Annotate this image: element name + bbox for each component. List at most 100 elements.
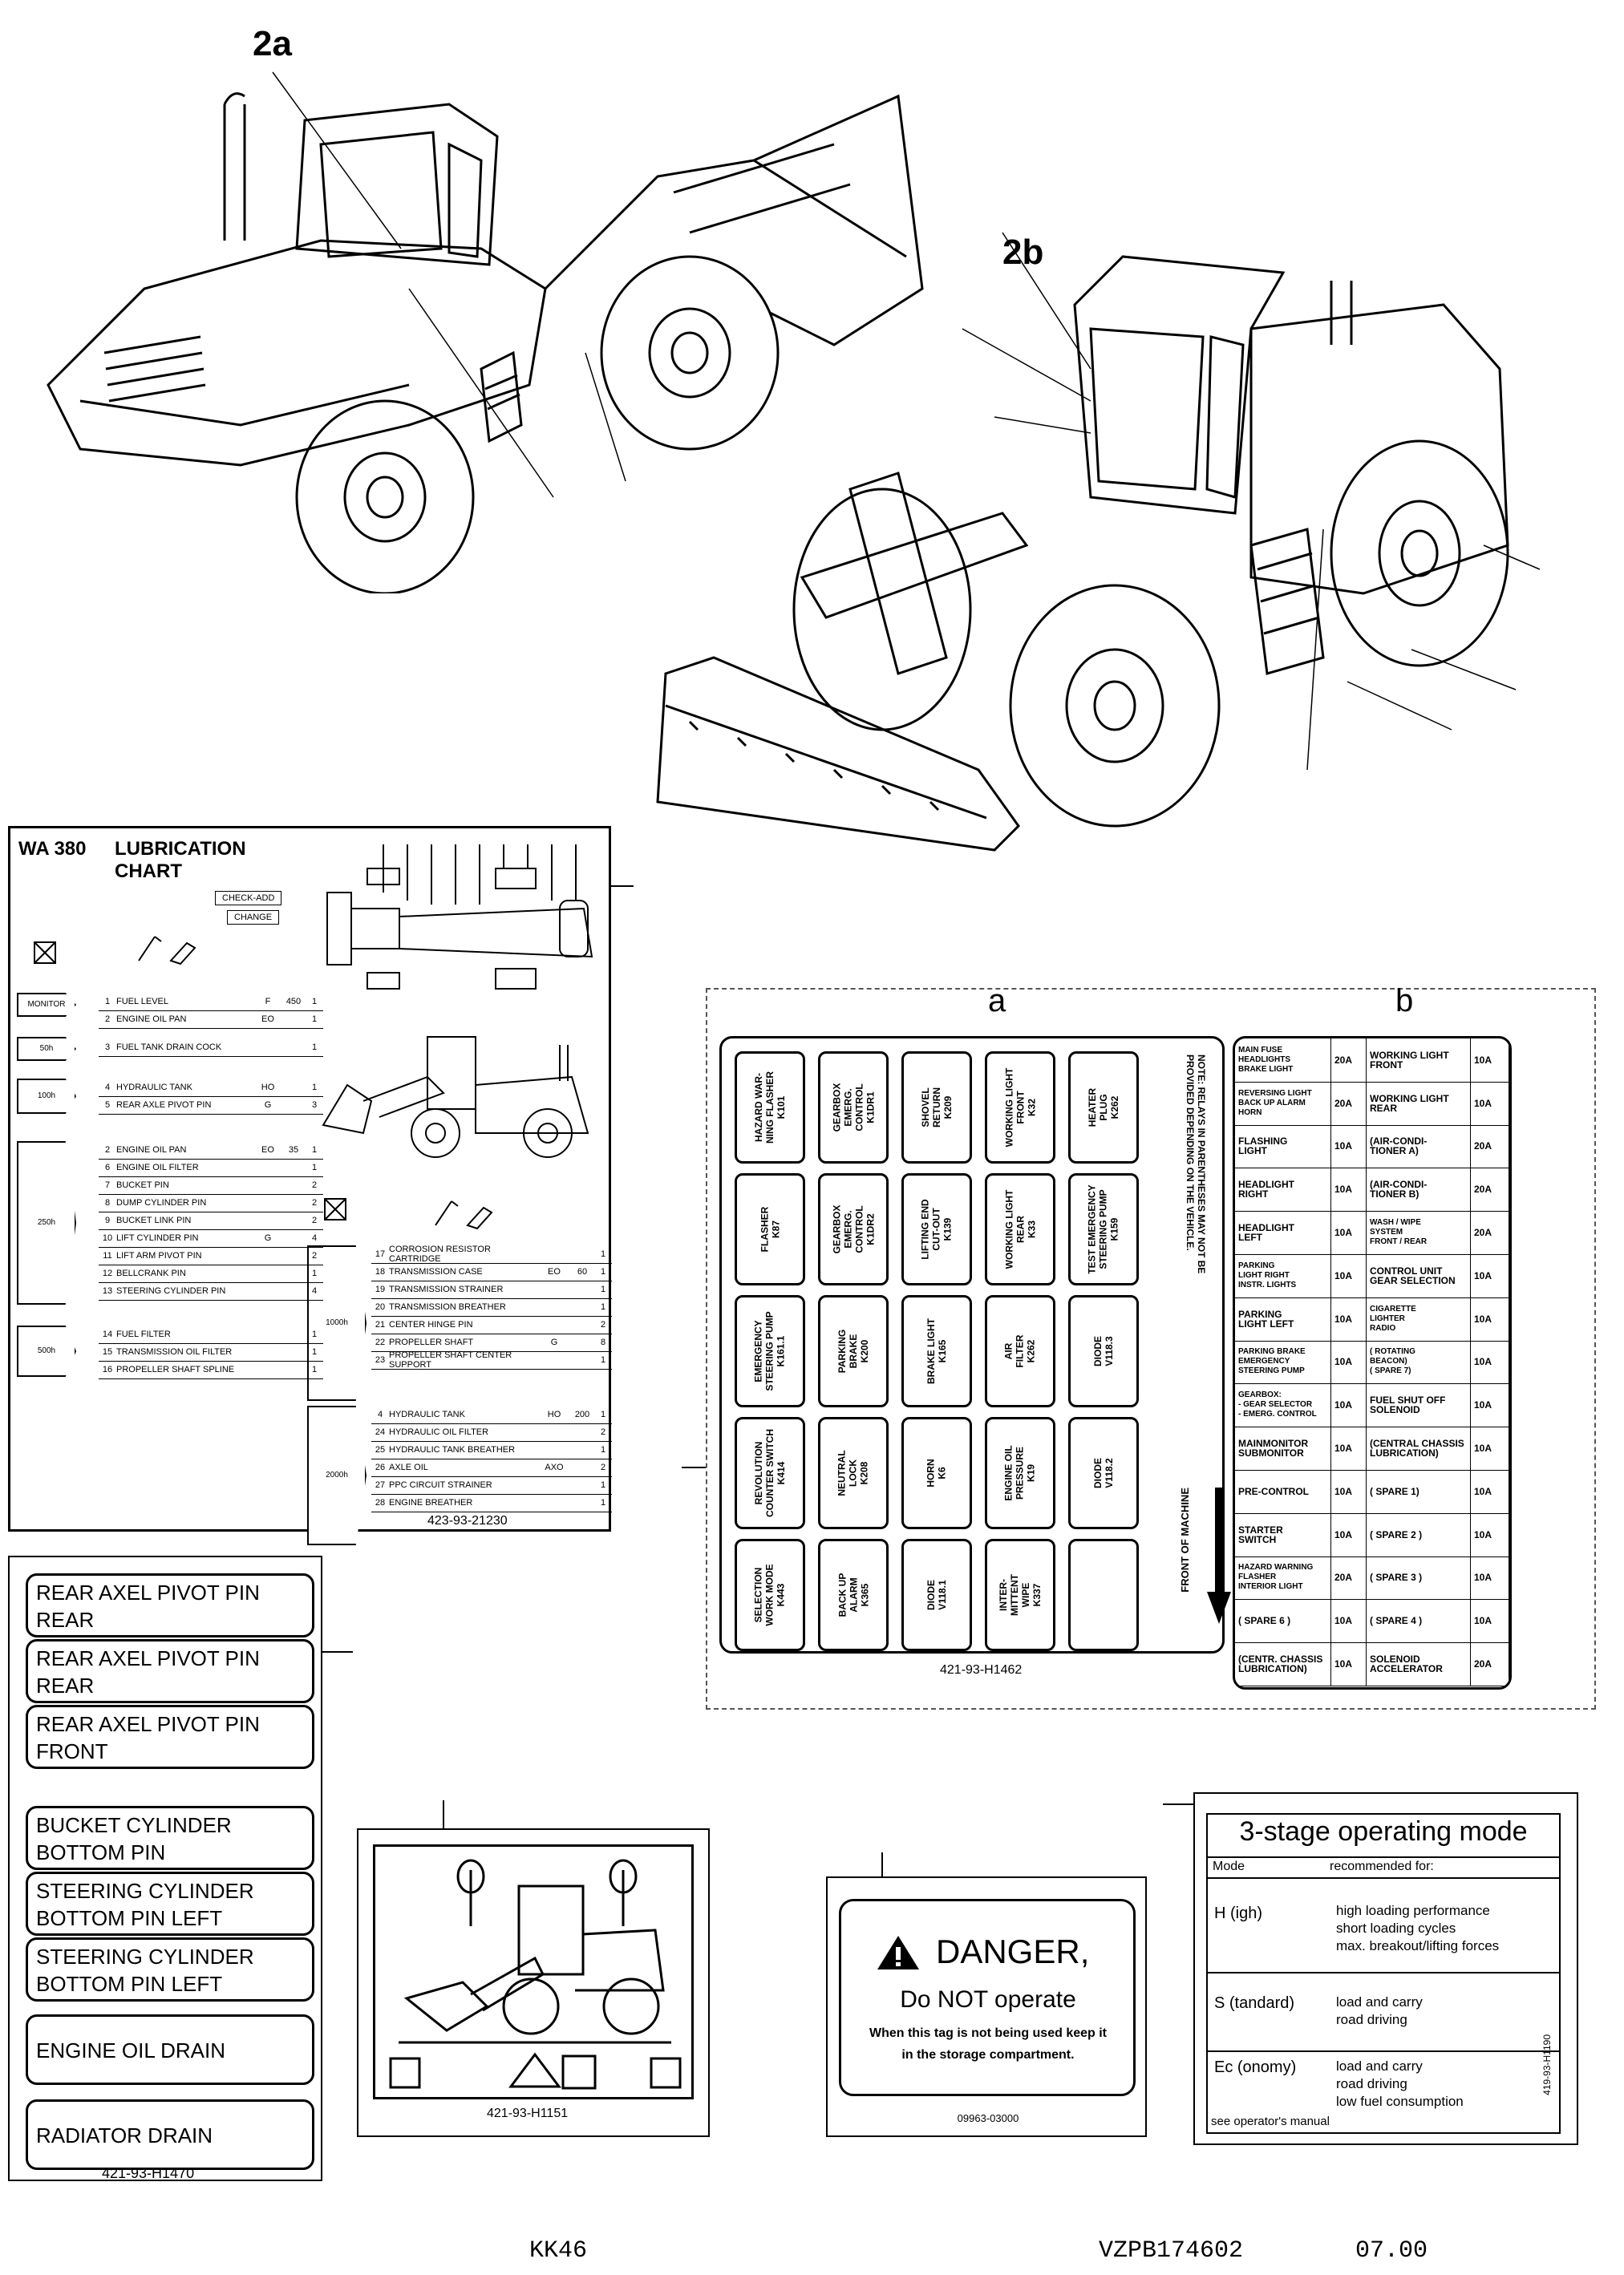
lifting-part-number: 421-93-H1151 [487, 2107, 569, 2120]
lub-top-diagram [326, 844, 593, 990]
fuse-circuit: PARKING LIGHT LEFT [1235, 1297, 1331, 1341]
fuse-circuit: PRE-CONTROL [1235, 1470, 1331, 1513]
mode-divider [1206, 1877, 1561, 1879]
mode-head-mode: Mode [1213, 1860, 1245, 1873]
fuse-circuit: GEARBOX: - GEAR SELECTOR - EMERG. CONTRO… [1235, 1383, 1331, 1427]
fuse-circuit: ( SPARE 2 ) [1367, 1512, 1471, 1556]
fuse-rating: 10A [1331, 1297, 1367, 1341]
danger-title: DANGER, [936, 1933, 1090, 1970]
no-entry-symbol [34, 941, 56, 964]
relay-label: GEARBOX EMERG. CONTROL K1DR1 [831, 1083, 876, 1132]
relay-label: NEUTRAL LOCK K208 [836, 1450, 870, 1496]
lub-side-diagram [322, 1036, 589, 1158]
callout-2a: 2a [253, 24, 292, 63]
lifting-decal: 421-93-H1151 [357, 1828, 710, 2137]
fuse-circuit: REVERSING LIGHT BACK UP ALARM HORN [1235, 1081, 1331, 1125]
relay-label: REVOLUTION COUNTER SWITCH K414 [753, 1429, 787, 1517]
fuse-circuit: (AIR-CONDI- TIONER A) [1367, 1124, 1471, 1168]
pin-label-part-number: 421-93-H1470 [102, 2165, 195, 2181]
fuse-rating: 20A [1471, 1124, 1509, 1168]
fuse-rating: 10A [1471, 1297, 1509, 1341]
fuse-rating: 10A [1331, 1470, 1367, 1513]
relay-socket: DIODE V118.1 [901, 1539, 972, 1651]
relay-label: WORKING LIGHT FRONT K32 [1003, 1067, 1037, 1148]
mode-h-item: max. breakout/lifting forces [1336, 1938, 1500, 1953]
mode-footer: see operator's manual [1211, 2115, 1330, 2128]
fuse-circuit: ( SPARE 4 ) [1367, 1599, 1471, 1643]
fuse-rating: 10A [1471, 1427, 1509, 1470]
warning-triangle-icon [877, 1936, 919, 1969]
fuse-circuit: HEADLIGHT LEFT [1235, 1211, 1331, 1254]
interval-100h: 100h [17, 1079, 76, 1114]
relay-socket [1068, 1539, 1139, 1651]
relay-socket: FLASHER K87 [735, 1173, 805, 1285]
fuse-circuit: FUEL SHUT OFF SOLENOID [1367, 1383, 1471, 1427]
fuse-circuit: WORKING LIGHT FRONT [1367, 1038, 1471, 1082]
relay-socket: SELECTION WORK MODE K443 [735, 1539, 805, 1651]
mode-s-item: road driving [1336, 2012, 1407, 2027]
wheel-loader-rear-view [47, 71, 924, 593]
oil-can-icon [138, 936, 196, 965]
fuse-circuit: HAZARD WARNING FLASHER INTERIOR LIGHT [1235, 1556, 1331, 1600]
relay-socket: PARKING BRAKE K200 [818, 1295, 889, 1407]
fuse-rating: 20A [1471, 1168, 1509, 1212]
pin-label-sheet: REAR AXEL PIVOT PIN REAR REAR AXEL PIVOT… [8, 1556, 322, 2181]
fuse-rating: 20A [1471, 1211, 1509, 1254]
relay-label: DIODE V118.2 [1091, 1457, 1115, 1489]
fuse-rating: 10A [1471, 1081, 1509, 1125]
relay-socket: HORN K6 [901, 1417, 972, 1529]
relay-label: FLASHER K87 [758, 1206, 781, 1253]
mode-ec-item: road driving [1336, 2076, 1407, 2091]
pin-label: STEERING CYLINDER BOTTOM PIN LEFT [26, 1872, 314, 1936]
fuse-rating: 10A [1331, 1599, 1367, 1643]
relay-socket: GEARBOX EMERG. CONTROL K1DR1 [818, 1051, 889, 1164]
relay-label: SHOVEL RETURN K209 [920, 1087, 954, 1127]
danger-tag-inner [839, 1899, 1136, 2096]
fuse-circuit: (CENTR. CHASSIS LUBRICATION) [1235, 1642, 1331, 1686]
relay-socket: DIODE V118.2 [1068, 1417, 1139, 1529]
mode-decal-inner [1206, 1813, 1561, 2134]
lub-part-number: 423-93-21230 [427, 1514, 508, 1528]
relay-label: HAZARD WAR- NING FLASHER K101 [753, 1071, 787, 1144]
fuse-circuit: PARKING LIGHT RIGHT INSTR. LIGHTS [1235, 1254, 1331, 1297]
mode-ec-item: low fuel consumption [1336, 2094, 1464, 2109]
relay-socket: BACK UP ALARM K365 [818, 1539, 889, 1651]
relay-socket: REVOLUTION COUNTER SWITCH K414 [735, 1417, 805, 1529]
relay-socket: EMERGENCY STEERING PUMP K161.1 [735, 1295, 805, 1407]
relay-socket: AIR FILTER K262 [985, 1295, 1055, 1407]
fuse-rating: 10A [1331, 1642, 1367, 1686]
oil-can-icon-2 [435, 1200, 493, 1230]
relay-socket: HAZARD WAR- NING FLASHER K101 [735, 1051, 805, 1164]
mode-s-item: load and carry [1336, 1994, 1423, 2010]
fuse-circuit: ( SPARE 3 ) [1367, 1556, 1471, 1600]
footer-left: KK46 [529, 2237, 588, 2265]
relay-socket: TEST EMERGENCY STEERING PUMP K159 [1068, 1173, 1139, 1285]
loader-lifting-icon [389, 1859, 682, 2090]
relay-label: DIODE V118.1 [925, 1579, 948, 1611]
pin-label: REAR AXEL PIVOT PIN FRONT [26, 1705, 314, 1769]
danger-line-1: When this tag is not being used keep it [869, 2026, 1108, 2040]
relay-label: HORN K6 [925, 1459, 948, 1488]
relay-note: NOTE: RELAYS IN PARENTHESES MAY NOT BE P… [1185, 1055, 1207, 1274]
relay-socket: GEARBOX EMERG. CONTROL K1DR2 [818, 1173, 889, 1285]
footer-middle: VZPB174602 [1099, 2237, 1244, 2265]
